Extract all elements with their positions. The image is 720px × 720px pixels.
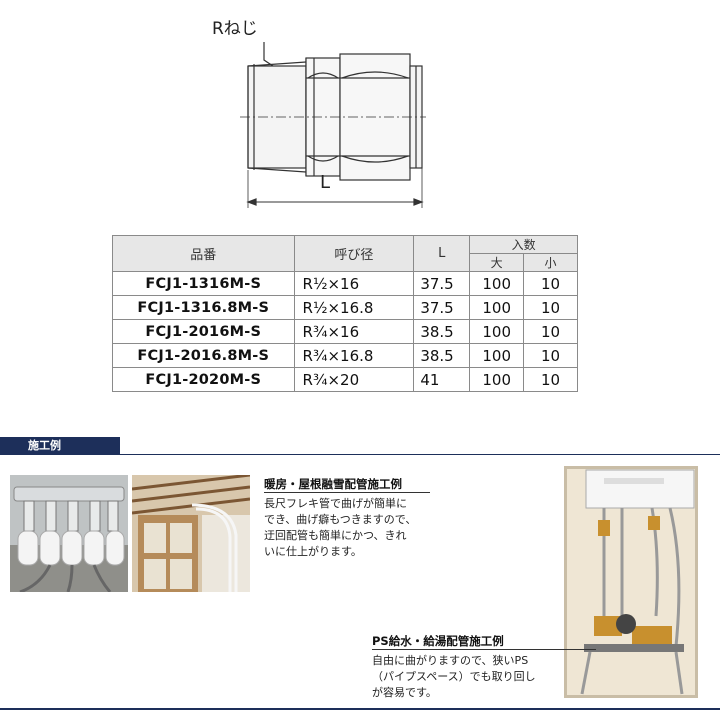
header-part-no: 品番: [112, 235, 295, 272]
bottom-divider: [0, 708, 720, 710]
roof-piping-photo: [132, 475, 250, 592]
qty-large: 100: [469, 271, 525, 296]
length-value: 37.5: [413, 271, 471, 296]
pipe-space-photo: [564, 466, 698, 698]
nominal-size: R¾×20: [293, 367, 415, 392]
spec-table: 品番 呼び径 L 入数 大 小 FCJ1-1316M-S R½×16 37.5 …: [112, 235, 578, 392]
heating-example-rule: [264, 492, 430, 493]
header-large: 大: [469, 253, 525, 272]
fitting-drawing: [240, 42, 426, 208]
ps-text-line: （パイプスペース）でも取り回し: [372, 670, 536, 683]
heating-text-line: 迂回配管も簡単にかつ、きれ: [264, 529, 407, 542]
nominal-size: R¾×16: [293, 319, 415, 344]
heating-text-line: でき、曲げ癖もつきますので、: [264, 513, 417, 526]
table-row: FCJ1-2016.8M-S R¾×16.8 38.5 100 10: [112, 343, 578, 368]
nominal-size: R½×16: [293, 271, 415, 296]
section-title: 施工例: [0, 437, 120, 455]
length-value: 38.5: [413, 319, 471, 344]
part-code: FCJ1-2016.8M-S: [112, 343, 295, 368]
thread-label: Rねじ: [212, 19, 258, 39]
section-divider: [120, 454, 720, 455]
ps-example-rule: [372, 649, 596, 650]
header-nominal: 呼び径: [293, 235, 415, 272]
qty-large: 100: [469, 295, 525, 320]
part-code: FCJ1-2020M-S: [112, 367, 295, 392]
table-row: FCJ1-2020M-S R¾×20 41 100 10: [112, 367, 578, 392]
length-value: 38.5: [413, 343, 471, 368]
length-value: 37.5: [413, 295, 471, 320]
table-row: FCJ1-2016M-S R¾×16 38.5 100 10: [112, 319, 578, 344]
heating-example-title: 暖房・屋根融雪配管施工例: [264, 477, 402, 491]
qty-small: 10: [523, 319, 578, 344]
header-quantity: 入数: [469, 235, 578, 254]
qty-large: 100: [469, 319, 525, 344]
manifold-photo: [10, 475, 128, 592]
heating-text-line: いに仕上がります。: [264, 545, 362, 558]
qty-small: 10: [523, 271, 578, 296]
ps-text-line: が容易です。: [372, 686, 437, 699]
header-length: L: [413, 235, 471, 272]
table-subheader-row: 大 小: [113, 253, 578, 272]
qty-small: 10: [523, 367, 578, 392]
qty-small: 10: [523, 343, 578, 368]
part-code: FCJ1-1316.8M-S: [112, 295, 295, 320]
part-code: FCJ1-1316M-S: [112, 271, 295, 296]
part-code: FCJ1-2016M-S: [112, 319, 295, 344]
nominal-size: R¾×16.8: [293, 343, 415, 368]
table-row: FCJ1-1316.8M-S R½×16.8 37.5 100 10: [112, 295, 578, 320]
nominal-size: R½×16.8: [293, 295, 415, 320]
heating-example-text: 長尺フレキ管で曲げが簡単に でき、曲げ癖もつきますので、 迂回配管も簡単にかつ、…: [264, 496, 454, 560]
table-row: FCJ1-1316M-S R½×16 37.5 100 10: [112, 271, 578, 296]
table-header-row: 品番 呼び径 L 入数: [112, 235, 578, 272]
ps-example-title: PS給水・給湯配管施工例: [372, 634, 504, 648]
length-label: L: [320, 172, 331, 193]
qty-large: 100: [469, 367, 525, 392]
header-small: 小: [523, 253, 578, 272]
ps-text-line: 自由に曲がりますので、狭いPS: [372, 654, 529, 667]
ps-example-text: 自由に曲がりますので、狭いPS （パイプスペース）でも取り回し が容易です。: [372, 653, 558, 701]
qty-large: 100: [469, 343, 525, 368]
heating-text-line: 長尺フレキ管で曲げが簡単に: [264, 497, 407, 510]
length-value: 41: [413, 367, 471, 392]
qty-small: 10: [523, 295, 578, 320]
